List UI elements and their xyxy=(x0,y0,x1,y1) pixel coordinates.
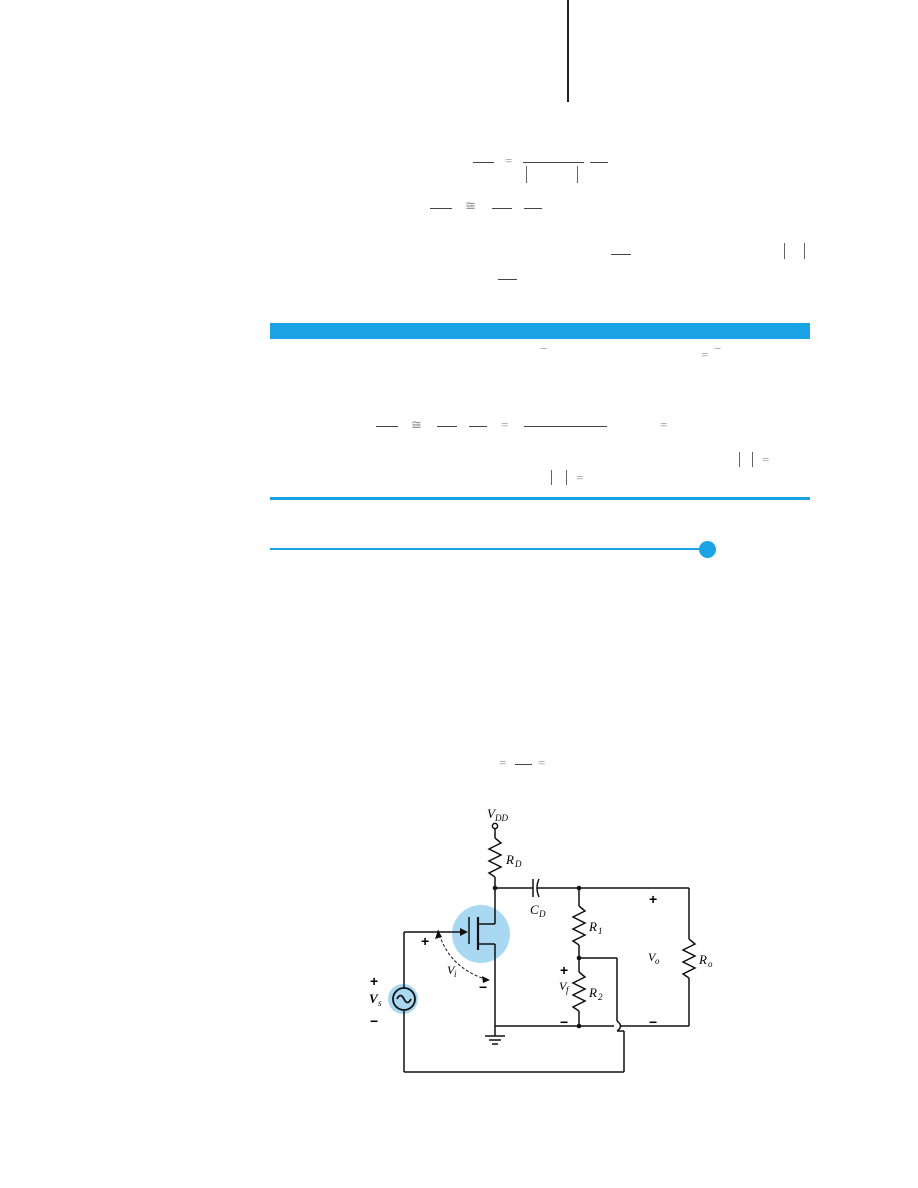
equals-sign: = xyxy=(505,153,513,168)
fraction-bar xyxy=(473,162,494,163)
equals-sign: = xyxy=(576,470,584,485)
abs-bar xyxy=(566,470,567,485)
abs-bar xyxy=(551,470,552,485)
vs-plus: + xyxy=(370,973,378,989)
rd-resistor xyxy=(487,837,503,878)
abs-bar xyxy=(577,166,578,183)
r2-label: R xyxy=(588,985,597,1000)
fraction-bar xyxy=(524,208,542,209)
vi-label: V xyxy=(447,963,456,977)
equals-sign: = xyxy=(762,452,770,467)
vo-minus: − xyxy=(649,1014,657,1030)
cd-label: C xyxy=(530,902,539,917)
fraction-bar xyxy=(437,426,457,427)
abs-bar xyxy=(526,166,527,183)
vf-minus: − xyxy=(560,1014,568,1030)
minus-sign: − xyxy=(540,341,548,356)
equals-sign: = xyxy=(499,755,507,770)
fraction-bar xyxy=(523,162,584,163)
vo-plus: + xyxy=(649,891,657,907)
approx-sign: ≅ xyxy=(465,198,476,213)
equals-sign: = xyxy=(538,755,546,770)
rd-label: R xyxy=(505,852,514,867)
feedback-circuit-figure: V DD R D C D R 1 R 2 R o V o V f V i V s… xyxy=(356,800,718,1084)
vdd-terminal xyxy=(491,822,499,830)
vo-subscript: o xyxy=(655,956,660,966)
fraction-bar xyxy=(469,426,487,427)
header-rule xyxy=(567,0,569,102)
minus-sign: − xyxy=(714,341,722,356)
cd-subscript: D xyxy=(538,909,546,919)
r1-label: R xyxy=(588,919,597,934)
r2-subscript: 2 xyxy=(598,992,603,1002)
equals-sign: = xyxy=(701,347,709,362)
gate-arrow xyxy=(460,928,468,936)
fraction-bar xyxy=(376,426,398,427)
approx-sign: ≅ xyxy=(411,417,422,432)
equals-sign: = xyxy=(501,417,509,432)
ro-resistor xyxy=(681,938,697,979)
example-header-band xyxy=(270,323,810,339)
vs-subscript: s xyxy=(378,998,382,1008)
fraction-bar xyxy=(611,254,631,255)
vdd-label: V xyxy=(487,806,497,821)
vs-minus: − xyxy=(370,1013,378,1029)
r1-subscript: 1 xyxy=(598,926,603,936)
r2-resistor xyxy=(571,971,587,1012)
r1-resistor xyxy=(571,905,587,946)
abs-bar xyxy=(752,452,753,467)
vi-plus: + xyxy=(421,933,429,949)
fraction-bar xyxy=(524,426,607,427)
section-rule xyxy=(270,548,710,550)
section-bullet xyxy=(699,541,716,558)
abs-bar xyxy=(739,452,740,467)
vs-label: V xyxy=(369,991,379,1006)
fraction-bar xyxy=(492,208,512,209)
abs-bar xyxy=(804,243,805,259)
circuit-diagram: V DD R D C D R 1 R 2 R o V o V f V i V s… xyxy=(369,806,713,1073)
vo-label: V xyxy=(648,950,657,964)
vf-plus: + xyxy=(560,962,568,978)
fraction-bar xyxy=(515,764,532,765)
vi-minus: − xyxy=(479,979,487,995)
equals-sign: = xyxy=(660,417,668,432)
vdd-subscript: DD xyxy=(494,813,508,823)
vi-subscript: i xyxy=(454,969,457,979)
fraction-bar xyxy=(590,162,608,163)
example-bottom-rule xyxy=(270,497,810,500)
ro-subscript: o xyxy=(708,959,713,969)
fraction-bar xyxy=(430,208,452,209)
abs-bar xyxy=(784,243,785,259)
vf-subscript: f xyxy=(566,985,570,995)
rd-subscript: D xyxy=(514,859,522,869)
fraction-bar xyxy=(498,279,517,280)
vf-label: V xyxy=(559,979,568,993)
ro-label: R xyxy=(698,952,707,967)
